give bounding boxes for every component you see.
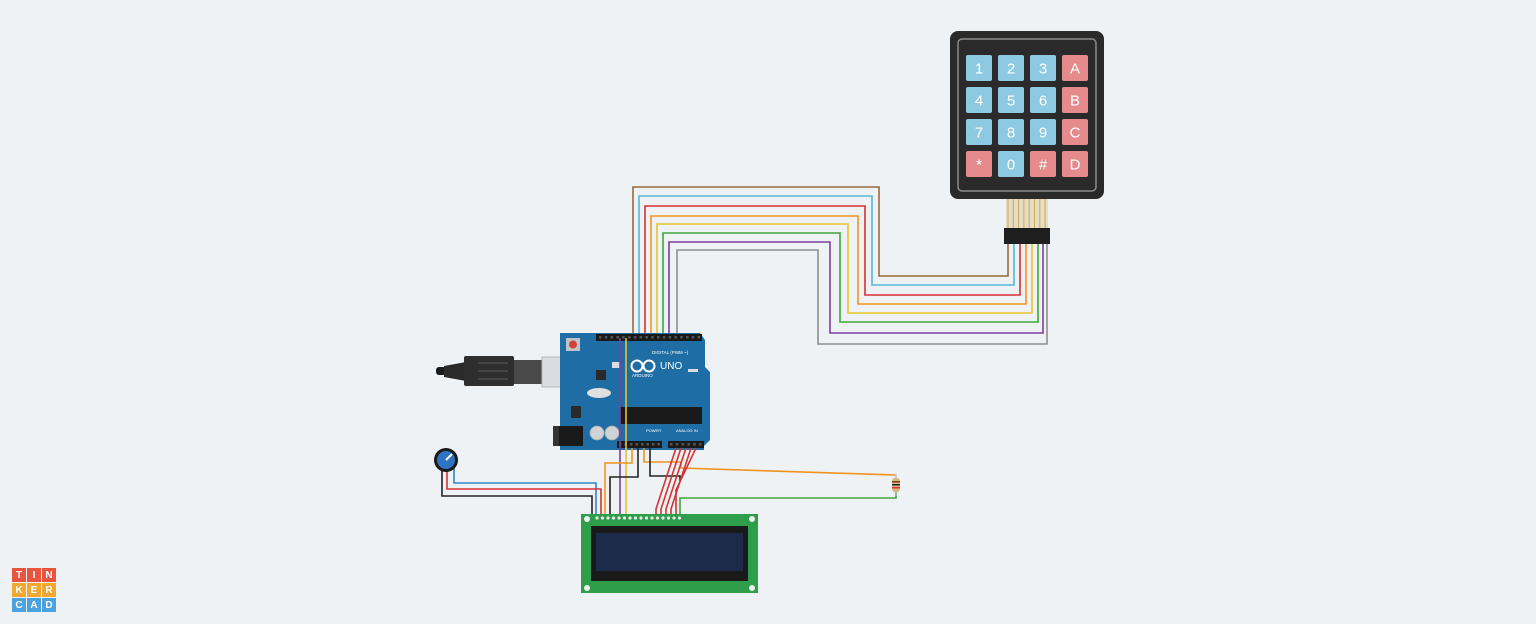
logo-letter: E — [27, 583, 41, 597]
wire-green — [662, 232, 1039, 338]
wire-red — [644, 205, 1021, 338]
keypad-key[interactable]: B — [1062, 87, 1088, 113]
logo-letter: C — [12, 598, 26, 612]
keypad-key-label: 5 — [1007, 93, 1015, 110]
keypad-key-label: A — [1070, 61, 1080, 78]
wire-purple — [668, 241, 1044, 338]
wire-orange — [650, 215, 1027, 338]
logo-letter: K — [12, 583, 26, 597]
keypad-key[interactable]: C — [1062, 119, 1088, 145]
lcd-display[interactable] — [581, 514, 758, 593]
arduino-logo — [630, 359, 656, 373]
potentiometer-wires — [441, 468, 602, 515]
potentiometer[interactable] — [434, 448, 458, 472]
keypad-key[interactable]: 2 — [998, 55, 1024, 81]
wire-cyan — [638, 195, 1015, 338]
keypad-key-label: B — [1070, 93, 1080, 110]
keypad-key-label: 1 — [975, 61, 983, 78]
logo-letter: I — [27, 568, 41, 582]
arduino-model: UNO — [660, 361, 682, 372]
wire-gray — [676, 244, 1048, 345]
keypad-ribbon — [1006, 199, 1048, 229]
logo-letter: A — [27, 598, 41, 612]
keypad-key[interactable]: 1 — [966, 55, 992, 81]
resistor[interactable] — [892, 474, 900, 496]
keypad-key-label: C — [1070, 125, 1081, 142]
keypad-key-label: 0 — [1007, 157, 1015, 174]
keypad-key-label: * — [976, 157, 982, 174]
digital-label: DIGITAL (PWM ~) — [652, 350, 689, 355]
keypad-key[interactable]: 7 — [966, 119, 992, 145]
keypad-key[interactable]: D — [1062, 151, 1088, 177]
wire-yellow — [656, 223, 1033, 338]
keypad-key[interactable]: 3 — [1030, 55, 1056, 81]
keypad-key[interactable]: 5 — [998, 87, 1024, 113]
keypad-key-label: 4 — [975, 93, 983, 110]
keypad-key-label: 3 — [1039, 61, 1047, 78]
lcd-screen — [596, 533, 743, 571]
keypad-key[interactable]: 8 — [998, 119, 1024, 145]
keypad-key[interactable]: # — [1030, 151, 1056, 177]
keypad-key-label: 9 — [1039, 125, 1047, 142]
lcd-data-wires — [619, 338, 627, 515]
keypad-key-label: 7 — [975, 125, 983, 142]
keypad[interactable]: 1 2 3 A 4 5 6 B 7 8 9 C * 0 # D — [950, 31, 1104, 244]
keypad-key[interactable]: A — [1062, 55, 1088, 81]
logo-letter: N — [42, 568, 56, 582]
power-wires — [604, 447, 897, 515]
arduino-brand: ARDUINO — [632, 373, 653, 378]
keypad-key[interactable]: * — [966, 151, 992, 177]
keypad-key[interactable]: 4 — [966, 87, 992, 113]
keypad-key-label: 2 — [1007, 61, 1015, 78]
logo-letter: R — [42, 583, 56, 597]
power-label: POWER — [646, 428, 661, 433]
keypad-key[interactable]: 9 — [1030, 119, 1056, 145]
keypad-key-label: 8 — [1007, 125, 1015, 142]
keypad-key-label: 6 — [1039, 93, 1047, 110]
analog-label: ANALOG IN — [676, 428, 698, 433]
microcontroller-chip — [620, 407, 702, 424]
keypad-connector[interactable] — [1004, 228, 1050, 244]
keypad-key-label: # — [1039, 157, 1048, 174]
keypad-wires — [632, 186, 1048, 345]
arduino-uno[interactable]: DIGITAL (PWM ~) UNO ARDUINO POWER ANALOG… — [436, 333, 710, 450]
logo-letter: D — [42, 598, 56, 612]
power-jack[interactable] — [553, 426, 583, 446]
keypad-key[interactable]: 0 — [998, 151, 1024, 177]
keypad-key-label: D — [1070, 157, 1081, 174]
keypad-key[interactable]: 6 — [1030, 87, 1056, 113]
logo-letter: T — [12, 568, 26, 582]
wire-brown — [632, 186, 1009, 338]
